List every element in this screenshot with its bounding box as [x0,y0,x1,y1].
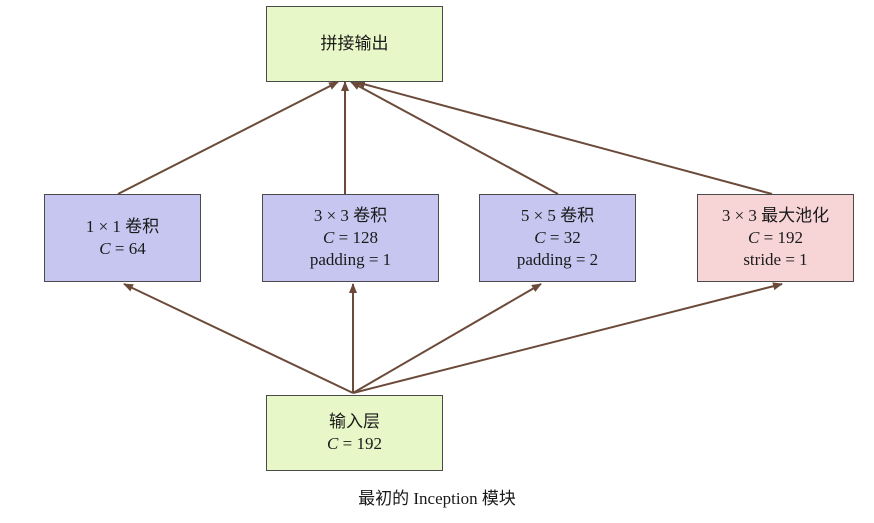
edge-conv5-to-concat [350,81,559,195]
conv-5x5-title: 5 × 5 卷积 [520,206,595,225]
edge-conv1-to-concat [117,81,339,195]
conv-1x1-node: 1 × 1 卷积 C = 64 [44,194,201,282]
figure-caption: 最初的 Inception 模块 [358,489,516,508]
conv-3x3-padding: padding = 1 [309,250,392,269]
conv-5x5-channels: C = 32 [534,228,581,247]
maxpool-3x3-title: 3 × 3 最大池化 [721,206,830,225]
conv-1x1-title: 1 × 1 卷积 [85,217,160,236]
maxpool-3x3-node: 3 × 3 最大池化 C = 192 stride = 1 [697,194,854,282]
maxpool-3x3-channels: C = 192 [748,228,803,247]
concat-output-label: 拼接输出 [320,34,389,53]
edge-input-to-conv1 [123,283,354,394]
input-layer-channels: C = 192 [327,434,382,453]
maxpool-3x3-stride: stride = 1 [743,250,808,269]
concat-output-node: 拼接输出 [266,6,443,82]
edge-input-to-conv5 [352,283,542,394]
conv-3x3-channels: C = 128 [323,228,378,247]
input-layer-title: 输入层 [329,412,380,431]
input-layer-node: 输入层 C = 192 [266,395,443,471]
conv-3x3-title: 3 × 3 卷积 [313,206,388,225]
conv-5x5-padding: padding = 2 [516,250,599,269]
edge-input-to-pool [352,282,783,394]
conv-3x3-node: 3 × 3 卷积 C = 128 padding = 1 [262,194,439,282]
edge-pool-to-concat [355,80,773,195]
conv-5x5-node: 5 × 5 卷积 C = 32 padding = 2 [479,194,636,282]
conv-1x1-channels: C = 64 [99,239,146,258]
